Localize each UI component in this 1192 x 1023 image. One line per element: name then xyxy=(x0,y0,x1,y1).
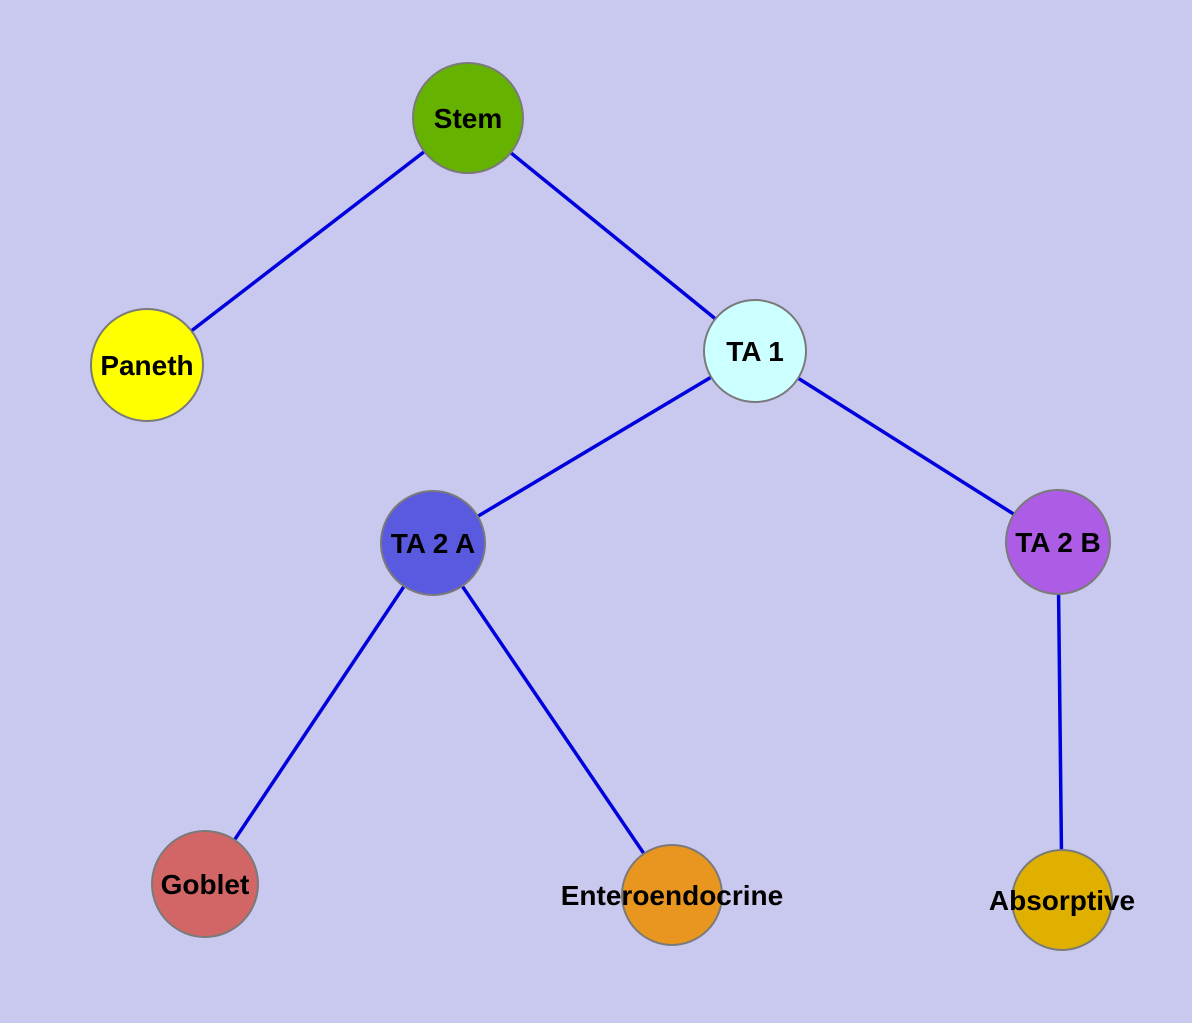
node-circle-stem[interactable] xyxy=(412,62,524,174)
node-ta2b[interactable]: TA 2 B xyxy=(1005,489,1111,595)
edge-ta1-ta2a xyxy=(432,349,756,545)
edge-ta1-ta2b xyxy=(754,349,1059,544)
node-circle-absorptive[interactable] xyxy=(1011,849,1113,951)
node-ta1[interactable]: TA 1 xyxy=(703,299,807,403)
node-ta2a[interactable]: TA 2 A xyxy=(380,490,486,596)
node-paneth[interactable]: Paneth xyxy=(90,308,204,422)
edge-ta2a-goblet xyxy=(203,542,435,885)
node-goblet[interactable]: Goblet xyxy=(151,830,259,938)
edge-ta2b-absorptive xyxy=(1056,541,1064,901)
node-circle-ta1[interactable] xyxy=(703,299,807,403)
node-circle-ta2a[interactable] xyxy=(380,490,486,596)
node-stem[interactable]: Stem xyxy=(412,62,524,174)
node-circle-enteroendocrine[interactable] xyxy=(621,844,723,946)
node-circle-paneth[interactable] xyxy=(90,308,204,422)
node-circle-ta2b[interactable] xyxy=(1005,489,1111,595)
edge-ta2a-enteroendocrine xyxy=(431,542,674,896)
edge-stem-ta1 xyxy=(466,116,757,353)
node-circle-goblet[interactable] xyxy=(151,830,259,938)
edge-stem-paneth xyxy=(145,116,470,367)
